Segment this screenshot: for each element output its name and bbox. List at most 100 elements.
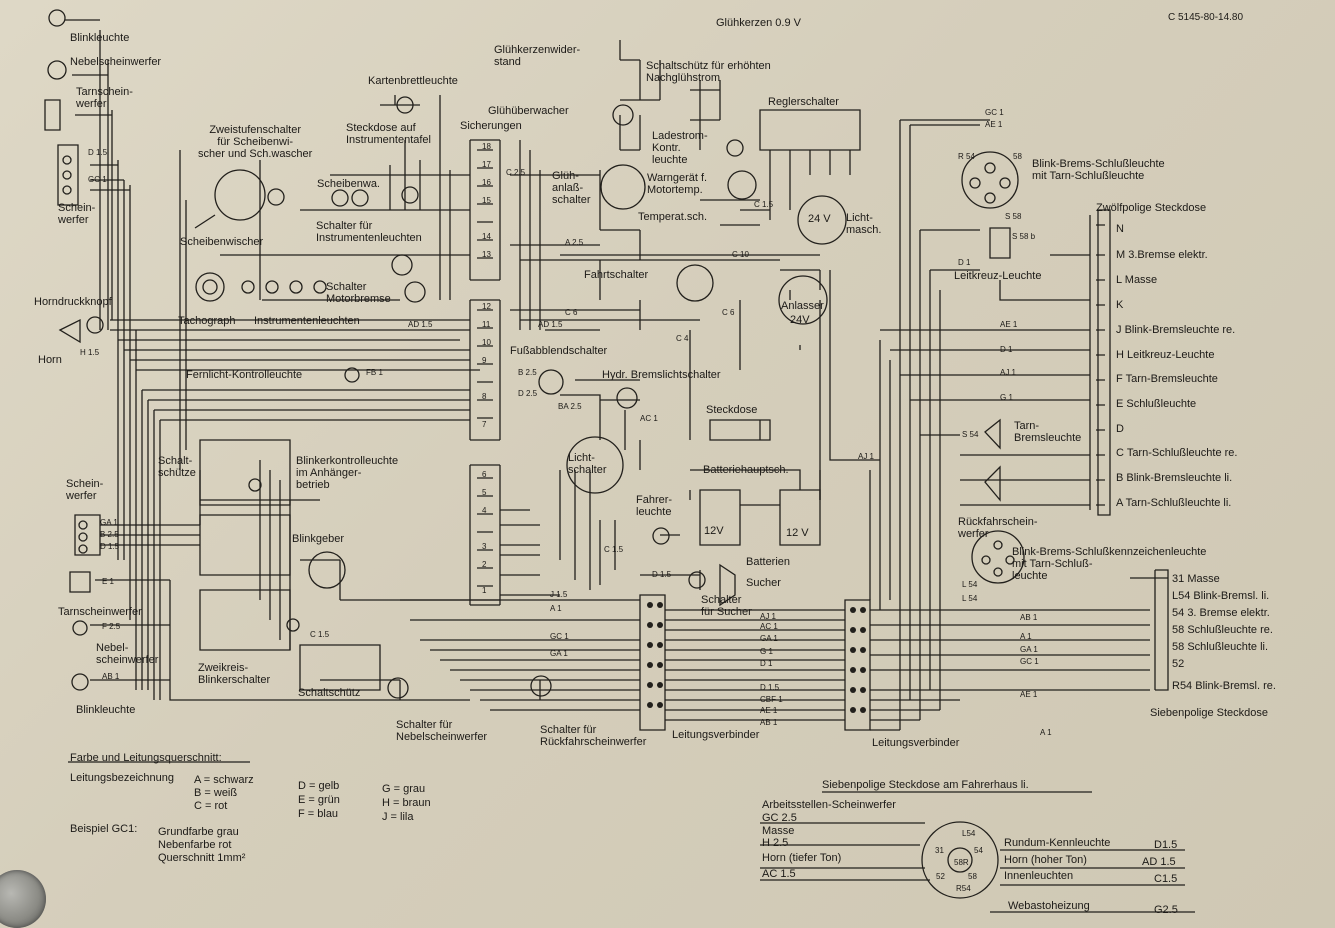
zwoelfpolige-title: Zwölfpolige Steckdose (1096, 202, 1207, 214)
pin-code: R54 (1172, 680, 1193, 692)
pin-row: J Blink-Bremsleuchte re. (1116, 324, 1235, 336)
pin-code: F (1116, 373, 1123, 385)
label-rueckfahrscheinwerfer: Rückfahrschein- werfer (958, 516, 1038, 540)
pin-row: 31 Masse (1172, 573, 1220, 585)
fahrerhaus-right-code: D1.5 (1154, 839, 1178, 851)
legend-color: J = lila (382, 811, 414, 823)
legend-color: A = schwarz (194, 774, 254, 786)
label-tarnscheinwerfer-top: Tarnschein- werfer (76, 86, 133, 110)
wire-code: G 1 (760, 647, 773, 656)
wire-code: A 1 (550, 604, 562, 613)
wire-code: L 54 (962, 594, 978, 603)
fuse-number: 14 (482, 232, 491, 241)
bottom-harness (199, 119, 1169, 731)
wire-code: S 58 b (1012, 232, 1036, 241)
socket-pin: 52 (936, 872, 945, 881)
wire-code: GA 1 (760, 634, 778, 643)
label-blink-brems-kennz: Blink-Brems-Schlußkennzeichenleuchte mit… (1012, 546, 1207, 582)
pin-desc: Tarn-Schlußleuchte li. (1125, 497, 1232, 509)
label-sucher: Sucher (746, 577, 781, 589)
label-horn: Horn (38, 354, 62, 366)
wire-code: D 1 (958, 258, 971, 267)
pin-desc: Blink-Bremsleuchte re. (1124, 324, 1236, 336)
wire-code: C 1.5 (310, 630, 330, 639)
socket-pin: 54 (974, 846, 983, 855)
legend-color: F = blau (298, 808, 339, 820)
top-harness (220, 40, 861, 606)
label-leitkreuz: Leitkreuz-Leuchte (954, 270, 1042, 282)
label-battery-left-voltage: 12V (704, 525, 724, 537)
mounting-bolt (0, 870, 46, 928)
label-schaltschuetze: Schalt- schütze (158, 455, 196, 479)
wire-code: H 1.5 (80, 348, 100, 357)
fuse-number: 4 (482, 506, 487, 515)
wire-code: C 1.5 (754, 200, 774, 209)
pin-code: A (1116, 497, 1123, 509)
label-steckdose-instr: Steckdose auf Instrumententafel (346, 122, 431, 146)
wire-code: S 54 (962, 430, 979, 439)
wire-code: AJ 1 (760, 612, 777, 621)
fahrerhaus-left-line: AC 1.5 (762, 868, 796, 880)
label-reglerschalter: Reglerschalter (768, 96, 839, 108)
legend-color: G = grau (382, 783, 426, 795)
pin-row: 58 Schlußleuchte re. (1172, 624, 1273, 636)
label-lichtschalter: Licht- schalter (568, 452, 607, 476)
pin-desc: Tarn-Bremsleuchte (1125, 373, 1218, 385)
wire-code: 58 (1013, 152, 1022, 161)
label-scheibenwa: Scheibenwa. (317, 178, 380, 190)
pin-desc: Masse (1124, 274, 1158, 286)
wire-code: C 6 (722, 308, 735, 317)
pin-row: H Leitkreuz-Leuchte (1116, 349, 1214, 361)
label-sicherungen: Sicherungen (460, 120, 522, 132)
legend-color: C = rot (194, 800, 228, 812)
pin-row: 54 3. Bremse elektr. (1172, 607, 1270, 619)
fuse-number: 7 (482, 420, 487, 429)
wire-code: AB 1 (1020, 613, 1038, 622)
pin-row: E Schlußleuchte (1116, 398, 1196, 410)
fahrerhaus-left-line: Arbeitsstellen-Scheinwerfer (762, 799, 896, 811)
label-scheibenwischer: Scheibenwischer (180, 236, 264, 248)
pin-code: L (1116, 274, 1122, 286)
wire-code: D 1 (1000, 345, 1013, 354)
wire-code: GA 1 (550, 649, 568, 658)
pin-row: L54 Blink-Bremsl. li. (1172, 590, 1269, 602)
pin-row: N (1116, 223, 1124, 235)
label-leitungsverbinder-1: Leitungsverbinder (672, 729, 760, 741)
label-zweistufenschalter: Zweistufenschalter für Scheibenwi- scher… (198, 124, 313, 160)
pin-code: N (1116, 223, 1124, 235)
fahrerhaus-webasto: Webastoheizung (1008, 900, 1090, 912)
wire-code: D 1.5 (760, 683, 780, 692)
wire-code: D 1.5 (652, 570, 672, 579)
label-temperatsch: Temperat.sch. (638, 211, 708, 223)
label-battery-right-voltage: 12 V (786, 527, 809, 539)
fahrerhaus-right-label: Horn (hoher Ton) (1004, 854, 1087, 866)
pin-code: 58 (1172, 641, 1185, 653)
label-schalter-motorbremse: Schalter Motorbremse (326, 281, 391, 305)
wire-code: GC 1 (550, 632, 569, 641)
pin-desc: Blink-Bremsleuchte li. (1126, 472, 1233, 484)
label-blinkleuchte-bottom: Blinkleuchte (76, 704, 136, 716)
label-tarnscheinwerfer-left: Tarnscheinwerfer (58, 606, 142, 618)
fuse-number: 18 (482, 142, 491, 151)
pin-row: R54 Blink-Bremsl. re. (1172, 680, 1276, 692)
wire-code: BA 2.5 (558, 402, 582, 411)
fuse-number: 6 (482, 470, 487, 479)
label-scheinwerfer-top: Schein- werfer (58, 202, 96, 226)
wire-code: AE 1 (1000, 320, 1018, 329)
label-hydr-brems: Hydr. Bremslichtschalter (602, 369, 721, 381)
wire-code: D 1.5 (88, 148, 108, 157)
fahrerhaus-left-line: GC 2.5 (762, 812, 797, 824)
wire-code: B 2.5 (100, 530, 119, 539)
label-anlasser-voltage: 24V (790, 314, 810, 326)
wire-code: J 1.5 (550, 590, 568, 599)
label-nebelscheinwerfer-top: Nebelscheinwerfer (70, 56, 162, 68)
wire-code: B 2.5 (518, 368, 537, 377)
label-schalter-rueckfahr: Schalter für Rückfahrscheinwerfer (540, 724, 647, 748)
fuse-number: 8 (482, 392, 487, 401)
pin-row: A Tarn-Schlußleuchte li. (1116, 497, 1231, 509)
pin-desc: 3.Bremse elektr. (1128, 249, 1208, 261)
label-anlasser: Anlasser (781, 300, 824, 312)
pin-code: 52 (1172, 658, 1185, 670)
label-schalter-sucher: Schalter für Sucher (701, 594, 752, 618)
socket-pin: 58R (954, 858, 969, 867)
